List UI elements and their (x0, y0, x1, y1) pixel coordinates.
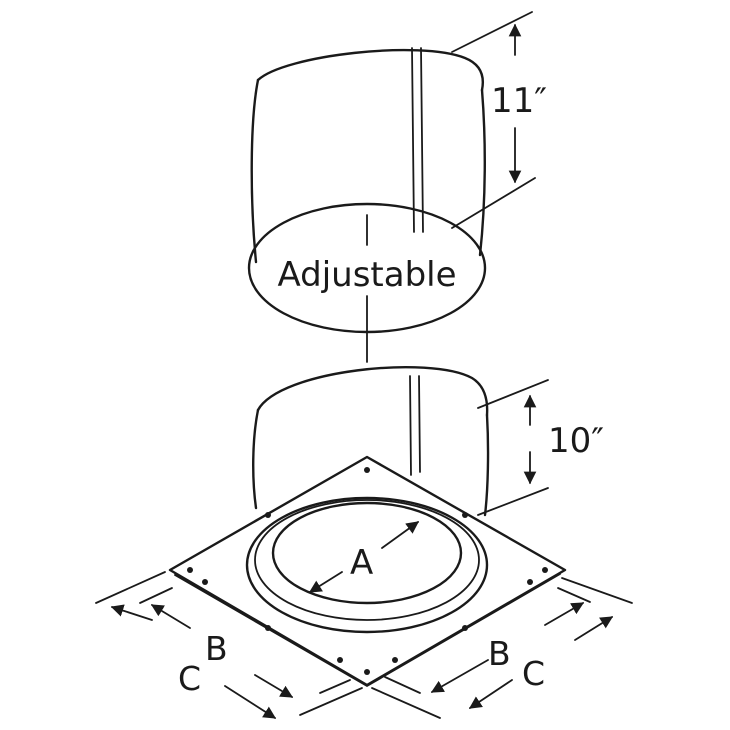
plate-c-right-label: C (522, 654, 545, 693)
opening-label: A (350, 543, 373, 583)
dimension-right-plate: B C (371, 577, 633, 719)
plate-b-right-label: B (488, 634, 511, 673)
mounting-holes (187, 467, 548, 675)
dimension-a: A (308, 521, 420, 593)
plate-c-left-label: C (178, 659, 201, 698)
bottom-height-label: 10″ (548, 421, 604, 461)
square-plate (168, 455, 567, 688)
top-height-label: 11″ (491, 81, 547, 121)
dimension-10in: 10″ (477, 379, 604, 516)
dimension-left-plate: B C (95, 571, 363, 719)
adjustable-label: Adjustable (277, 255, 456, 295)
lower-cylinder (252, 365, 490, 517)
dimension-11in: 11″ (451, 11, 547, 229)
plate-b-left-label: B (205, 629, 228, 668)
